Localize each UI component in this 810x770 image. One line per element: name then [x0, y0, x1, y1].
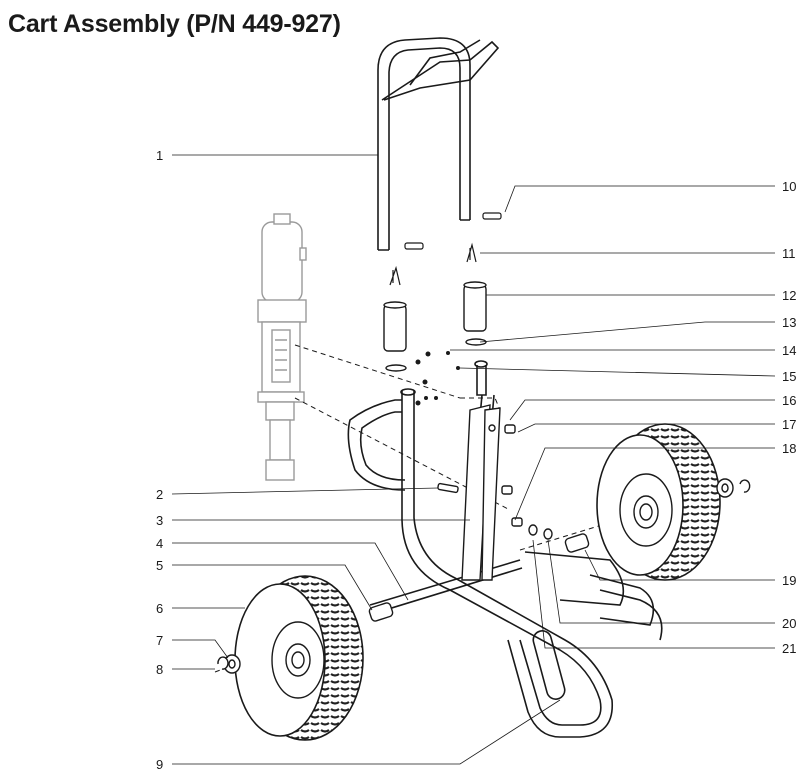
hitch-pins — [404, 212, 502, 250]
callout-3: 3 — [156, 513, 163, 528]
callout-16: 16 — [782, 393, 796, 408]
callout-8: 8 — [156, 662, 163, 677]
callout-6: 6 — [156, 601, 163, 616]
callout-21: 21 — [782, 641, 796, 656]
center-post — [461, 404, 501, 581]
o-rings — [385, 338, 487, 372]
spring-clips — [389, 242, 477, 286]
callout-18: 18 — [782, 441, 796, 456]
callout-10: 10 — [782, 179, 796, 194]
callouts-left: 1 2 3 4 5 6 7 8 9 — [156, 148, 163, 770]
page-title: Cart Assembly (P/N 449-927) — [8, 10, 341, 38]
handle-frame — [377, 37, 500, 251]
pump-phantom — [257, 213, 307, 481]
leader-lines — [171, 154, 776, 765]
right-wheel — [596, 423, 721, 581]
handle-sleeves — [383, 281, 487, 352]
callout-7: 7 — [156, 633, 163, 648]
callout-1: 1 — [156, 148, 163, 163]
callouts-right: 10 11 12 13 14 15 16 17 18 19 20 21 — [782, 179, 796, 656]
callout-9: 9 — [156, 757, 163, 770]
callout-15: 15 — [782, 369, 796, 384]
callout-17: 17 — [782, 417, 796, 432]
callout-12: 12 — [782, 288, 796, 303]
callout-5: 5 — [156, 558, 163, 573]
callout-4: 4 — [156, 536, 163, 551]
callout-13: 13 — [782, 315, 796, 330]
left-wheel — [234, 575, 364, 741]
callout-2: 2 — [156, 487, 163, 502]
set-screws — [415, 351, 460, 406]
callout-20: 20 — [782, 616, 796, 631]
callout-19: 19 — [782, 573, 796, 588]
callout-11: 11 — [782, 246, 796, 261]
callout-14: 14 — [782, 343, 796, 358]
wheel-hardware — [217, 424, 751, 674]
frame-grips — [347, 360, 488, 491]
